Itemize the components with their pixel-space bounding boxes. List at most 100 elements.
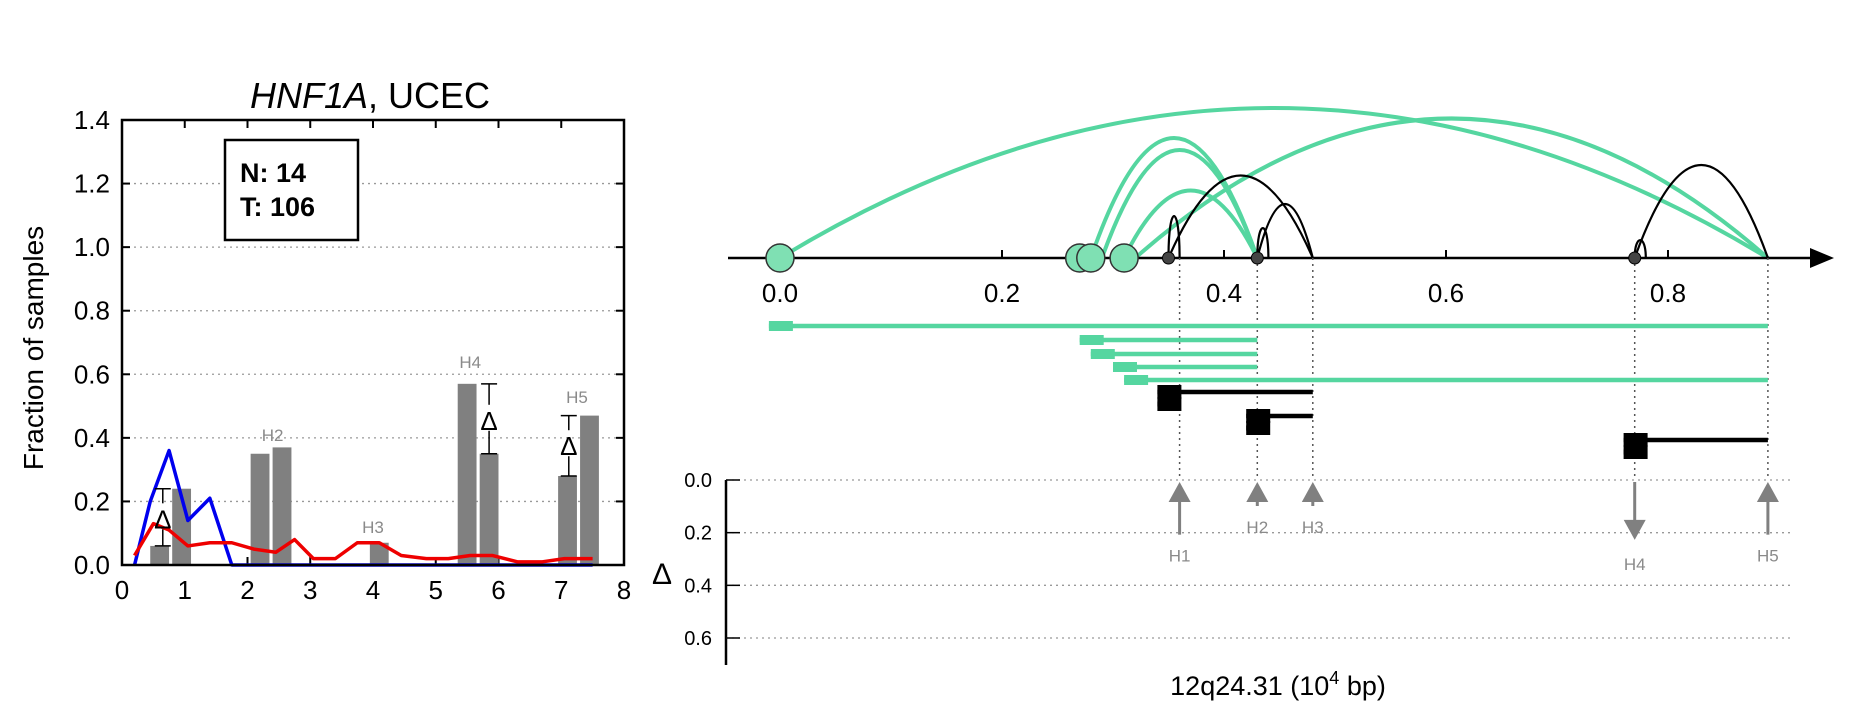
y-tick-label: 1.0 — [74, 232, 110, 262]
bar — [272, 447, 292, 565]
black-arc — [1256, 203, 1314, 259]
xlabel-sup: 4 — [1329, 668, 1339, 688]
blue-series-line — [132, 448, 593, 567]
delta-ticks: 0.0 0.2 0.4 0.6 — [684, 470, 740, 650]
arcs — [778, 106, 1770, 260]
black-segment-start — [1623, 445, 1648, 459]
delta-tick-label: 0.6 — [684, 628, 712, 650]
y-tick-label: 1.4 — [74, 105, 110, 135]
green-segment-start — [1079, 335, 1104, 345]
x-tick-label: 0.4 — [1206, 278, 1242, 308]
left-chart: HNF1A, UCEC Fraction of samples 0.00.20.… — [18, 75, 631, 605]
bar — [479, 453, 499, 565]
bar-label-h5: H5 — [566, 388, 588, 407]
delta-marker: Δ — [154, 504, 171, 534]
green-segment-start — [768, 321, 793, 331]
red-series-line — [133, 521, 593, 564]
y-ticks: 0.0 0.2 0.4 0.6 0.8 1.0 1.2 1.4 — [74, 105, 624, 580]
y-tick-label: 0.2 — [74, 486, 110, 516]
black-segment-start — [1157, 385, 1182, 399]
delta-markers: Δ Δ Δ — [154, 383, 577, 547]
bars — [150, 383, 599, 565]
series-lines — [132, 448, 593, 567]
bar — [558, 476, 577, 565]
green-arc — [1100, 148, 1260, 259]
legend-box: N: 14 T: 106 — [223, 138, 360, 242]
x-tick-label: 6 — [491, 575, 505, 605]
x-tick-label: 0.2 — [984, 278, 1020, 308]
arrow-head — [1301, 482, 1324, 502]
hap-label-h2: H2 — [1246, 518, 1268, 537]
green-segment-start — [1124, 375, 1149, 385]
black-node — [1162, 251, 1175, 265]
x-tick-label: 2 — [240, 575, 254, 605]
bar — [250, 453, 270, 565]
x-tick-label: 0.0 — [762, 278, 798, 308]
black-arc — [1167, 215, 1181, 259]
delta-marker: Δ — [480, 406, 497, 436]
arrow-head — [1623, 519, 1646, 540]
y-tick-label: 0.4 — [74, 423, 110, 453]
bar-label-h2: H2 — [262, 426, 284, 445]
green-node — [1076, 243, 1106, 273]
delta-marker: Δ — [560, 431, 577, 461]
green-segment-start — [1113, 362, 1137, 372]
title-gene: HNF1A — [250, 75, 368, 116]
legend-n: N: 14 — [240, 158, 306, 188]
x-tick-label: 0 — [115, 575, 129, 605]
x-tick-label: 0.6 — [1428, 278, 1464, 308]
bar — [580, 415, 599, 565]
x-tick-label: 1 — [178, 575, 192, 605]
chart-title: HNF1A, UCEC — [250, 75, 490, 116]
y-tick-label: 0.8 — [74, 296, 110, 326]
black-segment-start — [1246, 421, 1271, 435]
grid — [122, 182, 624, 503]
black-node — [1628, 251, 1642, 265]
y-tick-label: 0.0 — [74, 550, 110, 580]
arrow-head — [1756, 482, 1779, 502]
y-tick-label: 0.6 — [74, 359, 110, 389]
black-segment-start — [1246, 409, 1271, 423]
title-rest: , UCEC — [368, 75, 490, 116]
x-tick-label: 5 — [429, 575, 443, 605]
delta-axis-label: Δ — [652, 558, 672, 591]
bar-label-h4: H4 — [459, 353, 481, 372]
x-tick-label: 4 — [366, 575, 380, 605]
green-arc — [1122, 188, 1260, 259]
green-arc — [778, 106, 1769, 260]
black-segment-start — [1157, 397, 1182, 411]
y-tick-label: 1.2 — [74, 169, 110, 199]
green-node — [1109, 243, 1139, 273]
genome-x-axis-label: 12q24.31 (104 bp) — [1170, 668, 1386, 701]
genome-x-ticks: 0.0 0.2 0.4 0.6 0.8 — [762, 250, 1686, 308]
black-arc — [1167, 174, 1314, 259]
delta-tick-label: 0.2 — [684, 523, 712, 545]
x-tick-label: 8 — [617, 575, 631, 605]
black-arc — [1256, 226, 1270, 259]
bar — [457, 383, 477, 565]
x-tick-label: 3 — [303, 575, 317, 605]
green-node — [765, 243, 795, 273]
haplotype-segments — [768, 321, 1768, 459]
black-segment-start — [1623, 433, 1648, 447]
xlabel-main: 12q24.31 (10 — [1170, 671, 1329, 701]
legend-t: T: 106 — [240, 192, 315, 222]
black-arc — [1633, 163, 1769, 259]
bar — [150, 545, 170, 565]
delta-tick-label: 0.4 — [684, 575, 712, 597]
x-tick-label: 0.8 — [1650, 278, 1686, 308]
plot-frame — [120, 118, 626, 567]
hap-label-h4: H4 — [1624, 555, 1646, 574]
arrow-head — [1246, 482, 1269, 502]
dotted-guides — [1178, 258, 1769, 480]
genome-axis-arrowhead — [1810, 248, 1834, 268]
green-segment-start — [1090, 349, 1115, 359]
green-arc — [1133, 116, 1770, 260]
bar — [369, 542, 389, 565]
delta-tick-label: 0.0 — [684, 470, 712, 492]
